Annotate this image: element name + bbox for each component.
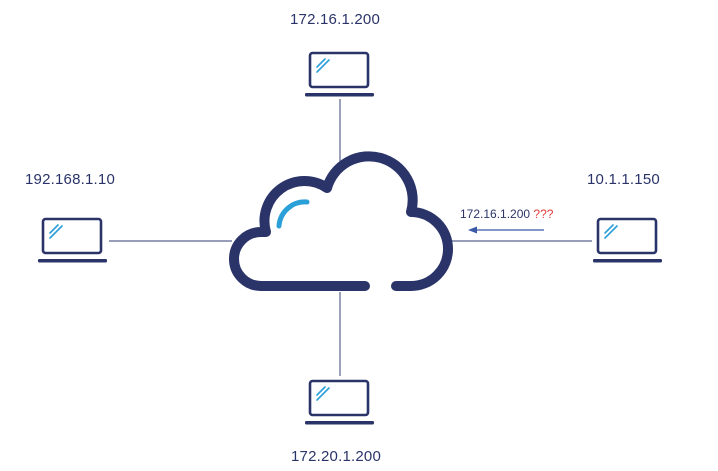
screen-glare xyxy=(316,59,330,73)
screen-glare xyxy=(604,224,614,234)
host-top-ip: 172.16.1.200 xyxy=(290,11,380,28)
laptop-base xyxy=(593,259,662,263)
screen-glare xyxy=(604,225,618,239)
request-arrow xyxy=(468,226,544,234)
laptop-icon[interactable] xyxy=(38,217,107,263)
request-question-marks: ??? xyxy=(533,207,554,221)
laptop-screen xyxy=(596,217,658,255)
laptop-screen xyxy=(308,379,370,417)
screen-glare xyxy=(316,58,326,68)
screen-glare xyxy=(49,224,59,234)
screen-glare xyxy=(49,225,63,239)
request-label: 172.16.1.200 ??? xyxy=(460,207,553,221)
screen-glare xyxy=(316,386,326,396)
laptop-icon[interactable] xyxy=(305,379,374,425)
cloud-icon xyxy=(229,151,453,291)
host-left-ip: 192.168.1.10 xyxy=(25,171,115,188)
screen-glare xyxy=(316,387,330,401)
laptop-base xyxy=(305,93,374,97)
laptop-base xyxy=(38,259,107,263)
laptop-icon[interactable] xyxy=(305,51,374,97)
host-bottom-ip: 172.20.1.200 xyxy=(291,448,381,465)
laptop-screen xyxy=(41,217,103,255)
laptop-base xyxy=(305,421,374,425)
laptop-icon[interactable] xyxy=(593,217,662,263)
laptop-screen xyxy=(308,51,370,89)
host-right-ip: 10.1.1.150 xyxy=(587,171,660,188)
request-target-ip: 172.16.1.200 xyxy=(460,207,531,221)
